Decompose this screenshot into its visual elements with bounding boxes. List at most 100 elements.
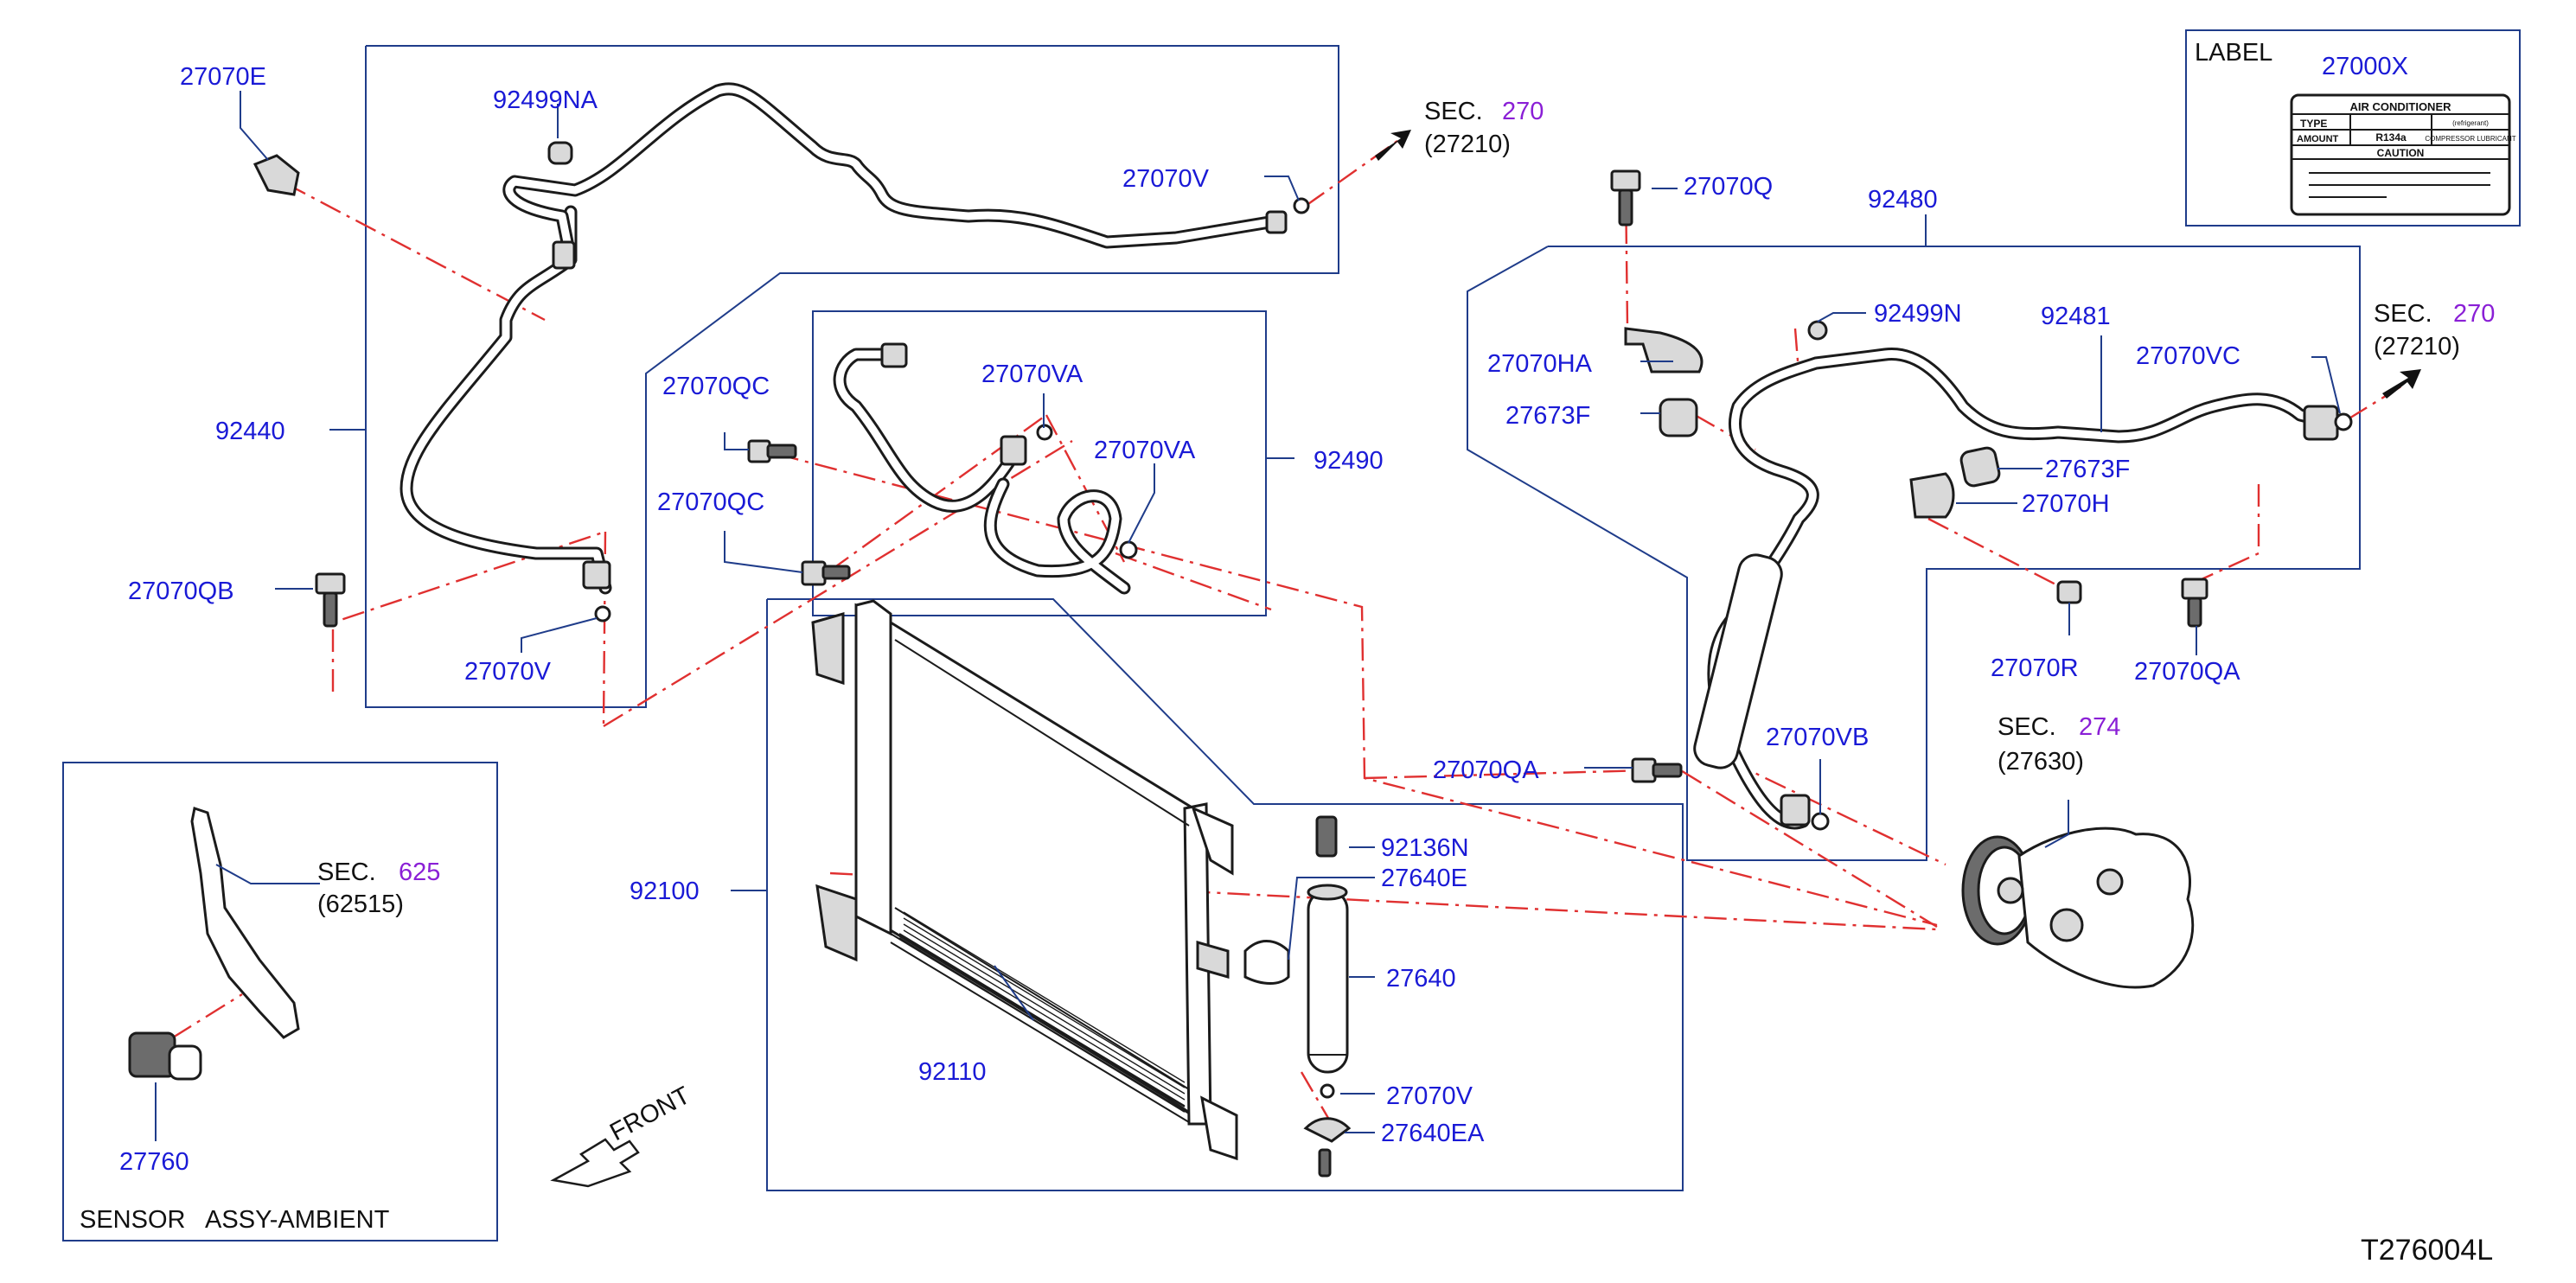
sec-compressor-num: 274 [2079, 713, 2120, 741]
label-27640e: 27640E [1381, 865, 1467, 892]
oring-27070vb [1811, 812, 1830, 831]
label-27070vc: 27070VC [2136, 342, 2240, 370]
sec-right-prefix: SEC. [2374, 300, 2432, 328]
label-card [2290, 93, 2511, 216]
fitting-92480-lower [1780, 794, 1811, 827]
label-27070v-bottom: 27070V [1386, 1082, 1473, 1110]
frame-92100 [766, 598, 1684, 1191]
label-27070r: 27070R [1991, 654, 2079, 682]
label-card-caution: CAUTION [2377, 147, 2425, 159]
label-box-part-no: 27000X [2322, 53, 2408, 80]
fitting-92480-end [2303, 405, 2339, 441]
receiver-dryer-27640 [1307, 884, 1349, 1074]
bracket-27640ea [1303, 1117, 1352, 1143]
label-27070ha: 27070HA [1487, 350, 1593, 378]
front-arrow-icon [550, 1138, 640, 1188]
frame-92440 [365, 45, 1339, 708]
condenser-92100 [811, 599, 1238, 1161]
fitting-92440-upper [552, 240, 576, 270]
cap-92499n [1807, 320, 1828, 341]
frame-92480 [1467, 246, 2361, 861]
bolt-27070q [1610, 169, 1641, 227]
sensor-box-title: SENSOR ASSY-AMBIENT [80, 1206, 390, 1234]
bracket-27070ha [1624, 327, 1703, 373]
label-92499n: 92499N [1874, 300, 1962, 328]
fitting-92440-end [1265, 210, 1288, 234]
label-27070va-2: 27070VA [1094, 437, 1196, 464]
fitting-92490-b [880, 342, 908, 368]
label-27760: 27760 [119, 1148, 189, 1176]
compressor [1961, 827, 2195, 989]
label-27640: 27640 [1386, 965, 1456, 993]
insulator-27673f-right [1959, 446, 2001, 488]
sec-compressor-ref: (27630) [1998, 748, 2084, 776]
sec-right-num: 270 [2453, 300, 2495, 328]
label-92480: 92480 [1868, 186, 1938, 214]
sec-top-prefix: SEC. [1424, 98, 1483, 125]
oring-27070v-bottom [1320, 1083, 1335, 1099]
label-card-header-right-2: COMPRESSOR LUBRICANT [2425, 135, 2515, 143]
arrow-sec270-right [2382, 369, 2421, 399]
label-box-title: LABEL [2195, 39, 2272, 67]
bracket-27640e [1243, 939, 1290, 985]
label-27070vb: 27070VB [1766, 724, 1869, 751]
oring-27070va-2 [1119, 540, 1138, 559]
label-92136n: 92136N [1381, 834, 1469, 862]
label-27070e: 27070E [180, 63, 266, 91]
label-27070qc-2: 27070QC [657, 488, 764, 516]
bracket-27070h [1909, 472, 1955, 519]
ambient-sensor-27760 [128, 1031, 202, 1081]
sec-top-num: 270 [1502, 98, 1544, 125]
clip-27070e [252, 154, 300, 196]
diagram-code: T276004L [2361, 1234, 2493, 1267]
bolt-27070qa-mid [1631, 757, 1683, 783]
hose-92480-sleeve [1693, 553, 1783, 769]
oring-27070v-left [594, 605, 611, 622]
label-92481: 92481 [2041, 303, 2111, 330]
label-92100: 92100 [630, 878, 700, 905]
label-card-type-value: R134a [2375, 131, 2407, 144]
label-92499na: 92499NA [493, 86, 598, 114]
label-27070qa-right: 27070QA [2134, 658, 2240, 686]
nut-27070r [2056, 580, 2082, 604]
label-27673f-right: 27673F [2045, 456, 2130, 483]
label-card-type: TYPE [2300, 118, 2327, 130]
sensor-sec-ref: (62515) [317, 890, 404, 918]
label-27070qa-mid: 27070QA [1433, 756, 1539, 784]
label-27070qc-1: 27070QC [662, 373, 770, 400]
sensor-sec-num: 625 [399, 859, 440, 886]
label-27673f-left: 27673F [1505, 402, 1590, 430]
label-27070v-top: 27070V [1122, 165, 1210, 193]
frame-92490 [812, 310, 1267, 616]
front-label: FRONT [605, 1082, 694, 1146]
label-card-header-right-1: (refrigerant) [2452, 119, 2489, 127]
label-card-amount: AMOUNT [2297, 134, 2339, 144]
oring-27070v-top [1293, 197, 1310, 214]
label-27070q: 27070Q [1684, 173, 1773, 201]
pipe-92490 [833, 348, 1131, 595]
bolt-27070qa-right [2181, 578, 2208, 628]
label-92490: 92490 [1314, 447, 1384, 475]
label-27070v-left: 27070V [464, 658, 552, 686]
oring-27070vc [2334, 412, 2353, 431]
cap-92499na [547, 141, 573, 165]
sec-top-ref: (27210) [1424, 131, 1511, 158]
fitting-92440-lower [582, 560, 611, 590]
bolt-27070qb [315, 572, 346, 628]
bolt-27070qc-2 [801, 560, 851, 586]
label-card-title: AIR CONDITIONER [2350, 100, 2452, 113]
frame-label [2185, 29, 2521, 227]
label-27070va-1: 27070VA [981, 361, 1083, 388]
sensor-92136n [1315, 815, 1338, 858]
bracket-sec625 [190, 807, 300, 1039]
label-27070h: 27070H [2022, 490, 2110, 518]
condenser-fins [903, 911, 1186, 1107]
bolt-27640ea [1318, 1148, 1332, 1178]
sensor-sec-prefix: SEC. [317, 859, 376, 886]
insulator-27673f-left [1659, 398, 1698, 437]
leader-lines [155, 91, 2341, 1141]
label-27640ea: 27640EA [1381, 1120, 1485, 1147]
arrow-sec270-top [1375, 130, 1411, 161]
label-92110: 92110 [918, 1058, 987, 1086]
